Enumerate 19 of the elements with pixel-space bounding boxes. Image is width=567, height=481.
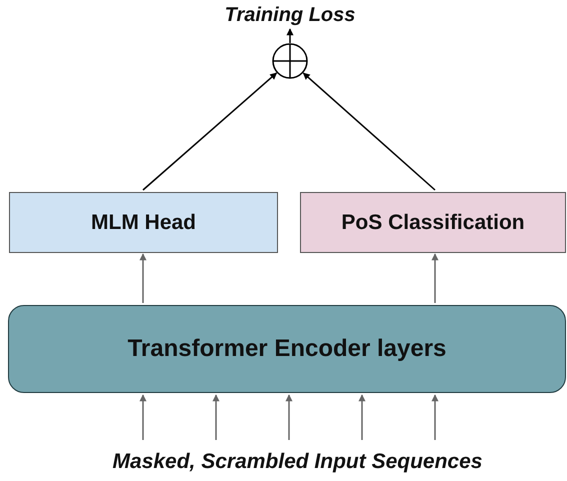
arrow <box>358 394 366 440</box>
arrow <box>432 253 438 303</box>
box-label: MLM Head <box>91 210 196 234</box>
arrow <box>286 28 294 43</box>
input-label: Masked, Scrambled Input Sequences <box>20 446 567 478</box>
box-label: Transformer Encoder layers <box>128 336 446 362</box>
arrow <box>140 253 146 303</box>
sum-circle <box>272 43 308 79</box>
arrow <box>302 72 436 191</box>
encoder-block <box>8 305 566 393</box>
box-label: PoS Classification <box>341 210 525 234</box>
arrow <box>212 394 220 440</box>
arrow <box>432 394 438 440</box>
arrow <box>142 72 278 191</box>
head-box <box>9 192 278 253</box>
arrow <box>286 394 292 440</box>
output-label: Training Loss <box>190 0 390 30</box>
arrow <box>140 394 146 440</box>
classification-box <box>300 192 566 253</box>
